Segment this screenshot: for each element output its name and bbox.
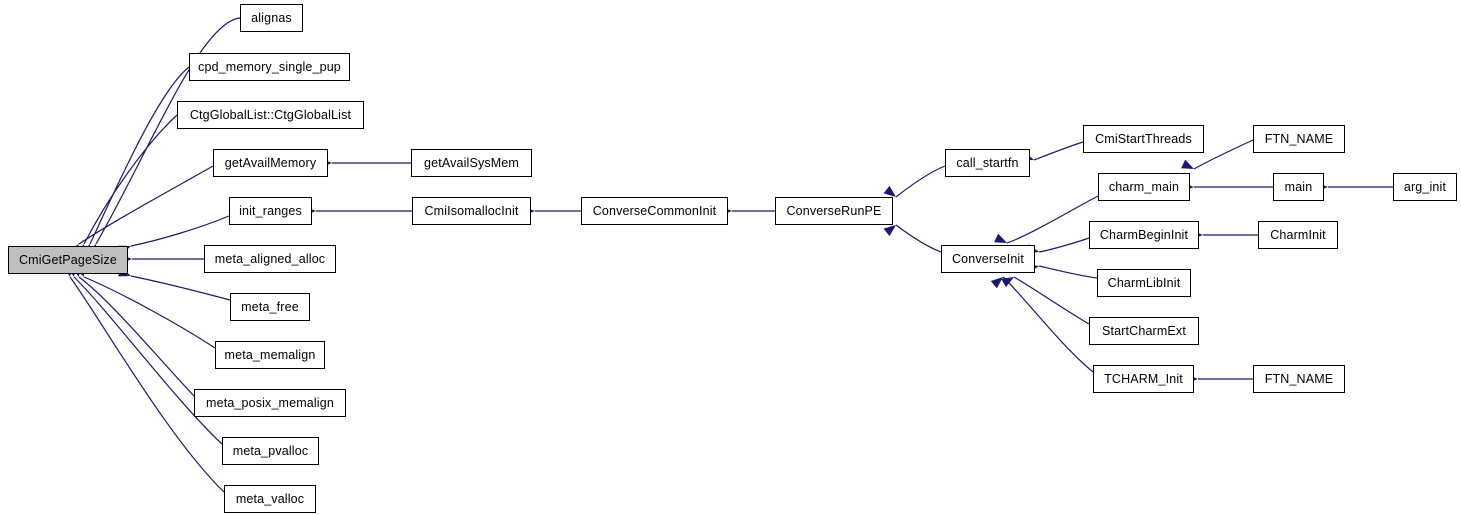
graph-edge-meta-valloc-to-cmigetpagesize: [69, 276, 225, 493]
graph-node-converseinit[interactable]: ConverseInit: [941, 245, 1035, 273]
graph-arrowhead: [883, 225, 896, 237]
graph-node-getavailmemory[interactable]: getAvailMemory: [213, 149, 328, 177]
graph-node-label: CharmBeginInit: [1099, 227, 1189, 242]
graph-node-converserunpe[interactable]: ConverseRunPE: [775, 197, 893, 225]
graph-node-label: main: [1284, 179, 1313, 194]
graph-node-ftn-name-top[interactable]: FTN_NAME: [1253, 125, 1345, 153]
graph-node-label: ConverseRunPE: [786, 203, 882, 218]
graph-edge-ctggloballist-to-cmigetpagesize: [83, 114, 178, 245]
graph-node-label: charm_main: [1108, 179, 1180, 194]
graph-edge-meta-posix-memalign-to-cmigetpagesize: [78, 276, 195, 397]
graph-arrowhead: [883, 185, 896, 197]
graph-node-main[interactable]: main: [1273, 173, 1324, 201]
graph-edge-call-startfn-to-converserunpe: [895, 165, 946, 198]
graph-node-charm-main[interactable]: charm_main: [1098, 173, 1190, 201]
graph-edge-alignas-to-cmigetpagesize: [95, 17, 241, 245]
graph-arrowhead: [1181, 159, 1194, 169]
graph-node-meta-free[interactable]: meta_free: [230, 293, 310, 321]
graph-node-label: call_startfn: [956, 155, 1019, 170]
graph-node-label: meta_memalign: [224, 347, 316, 362]
graph-edge-tcharm-init-to-converseinit: [1002, 276, 1094, 373]
graph-node-label: arg_init: [1403, 179, 1447, 194]
graph-node-arg-init[interactable]: arg_init: [1393, 173, 1457, 201]
graph-node-label: StartCharmExt: [1102, 323, 1186, 338]
graph-edge-charm-main-to-converseinit: [1006, 195, 1099, 244]
graph-node-label: meta_posix_memalign: [206, 395, 334, 410]
graph-edge-charmbegininit-to-converseinit: [1038, 237, 1090, 253]
graph-arrowhead: [994, 233, 1007, 243]
graph-node-label: CharmLibInit: [1107, 275, 1181, 290]
graph-node-alignas[interactable]: alignas: [240, 4, 303, 32]
graph-node-label: cpd_memory_single_pup: [198, 59, 341, 74]
graph-node-tcharm-init[interactable]: TCHARM_Init: [1093, 365, 1194, 393]
graph-node-label: getAvailMemory: [224, 155, 317, 170]
graph-edge-meta-pvalloc-to-cmigetpagesize: [73, 276, 223, 445]
graph-node-cpd-memory-single-pup[interactable]: cpd_memory_single_pup: [189, 53, 350, 81]
graph-edge-startcharmext-to-converseinit: [1013, 276, 1090, 325]
graph-node-label: CmiStartThreads: [1095, 131, 1192, 146]
graph-node-meta-valloc[interactable]: meta_valloc: [224, 485, 316, 513]
graph-node-charminit[interactable]: CharmInit: [1258, 221, 1338, 249]
graph-node-label: CtgGlobalList::CtgGlobalList: [189, 107, 352, 122]
graph-node-init-ranges[interactable]: init_ranges: [229, 197, 312, 225]
graph-arrowhead: [990, 277, 1003, 289]
graph-edge-meta-memalign-to-cmigetpagesize: [83, 276, 216, 349]
graph-edge-getavailmemory-to-cmigetpagesize: [78, 165, 214, 245]
graph-node-call-startfn[interactable]: call_startfn: [945, 149, 1030, 177]
graph-node-label: meta_pvalloc: [232, 443, 309, 458]
graph-node-ftn-name-bottom[interactable]: FTN_NAME: [1253, 365, 1345, 393]
graph-node-label: alignas: [251, 10, 292, 25]
graph-edge-charmlibinit-to-converseinit: [1038, 265, 1098, 279]
graph-node-label: meta_aligned_alloc: [214, 251, 326, 266]
graph-edge-cmistartthreads-to-call-startfn: [1033, 141, 1084, 161]
graph-node-label: init_ranges: [239, 203, 302, 218]
graph-node-label: TCHARM_Init: [1104, 371, 1183, 386]
graph-node-meta-posix-memalign[interactable]: meta_posix_memalign: [194, 389, 346, 417]
graph-node-charmbegininit[interactable]: CharmBeginInit: [1089, 221, 1199, 249]
graph-node-label: FTN_NAME: [1264, 131, 1334, 146]
graph-node-ctggloballist[interactable]: CtgGlobalList::CtgGlobalList: [177, 101, 364, 129]
graph-node-label: CmiIsomallocInit: [424, 203, 519, 218]
graph-node-label: CharmInit: [1270, 227, 1326, 242]
graph-edge-cpd-memory-single-pup-to-cmigetpagesize: [89, 66, 190, 245]
graph-edge-init-ranges-to-cmigetpagesize: [130, 215, 230, 247]
graph-arrowhead: [1001, 277, 1014, 288]
graph-node-label: ConverseInit: [952, 251, 1024, 266]
graph-node-charmlibinit[interactable]: CharmLibInit: [1097, 269, 1191, 297]
graph-node-label: FTN_NAME: [1264, 371, 1334, 386]
graph-node-label: CmiGetPageSize: [19, 252, 117, 267]
graph-edge-converseinit-to-converserunpe: [895, 224, 942, 253]
graph-node-conversecommoninit[interactable]: ConverseCommonInit: [581, 197, 728, 225]
graph-node-label: meta_free: [241, 299, 299, 314]
graph-node-meta-memalign[interactable]: meta_memalign: [215, 341, 325, 369]
graph-node-meta-aligned-alloc[interactable]: meta_aligned_alloc: [204, 245, 336, 273]
graph-node-label: getAvailSysMem: [424, 155, 519, 170]
graph-node-meta-pvalloc[interactable]: meta_pvalloc: [222, 437, 319, 465]
graph-node-startcharmext[interactable]: StartCharmExt: [1089, 317, 1199, 345]
graph-node-cmistartthreads[interactable]: CmiStartThreads: [1083, 125, 1204, 153]
graph-node-label: meta_valloc: [235, 491, 305, 506]
graph-edge-meta-free-to-cmigetpagesize: [130, 275, 231, 301]
graph-node-getavailsysmem[interactable]: getAvailSysMem: [411, 149, 532, 177]
graph-node-cmigetpagesize[interactable]: CmiGetPageSize: [8, 246, 128, 274]
graph-node-label: ConverseCommonInit: [592, 203, 717, 218]
graph-node-cmiisomallocinit[interactable]: CmiIsomallocInit: [412, 197, 531, 225]
